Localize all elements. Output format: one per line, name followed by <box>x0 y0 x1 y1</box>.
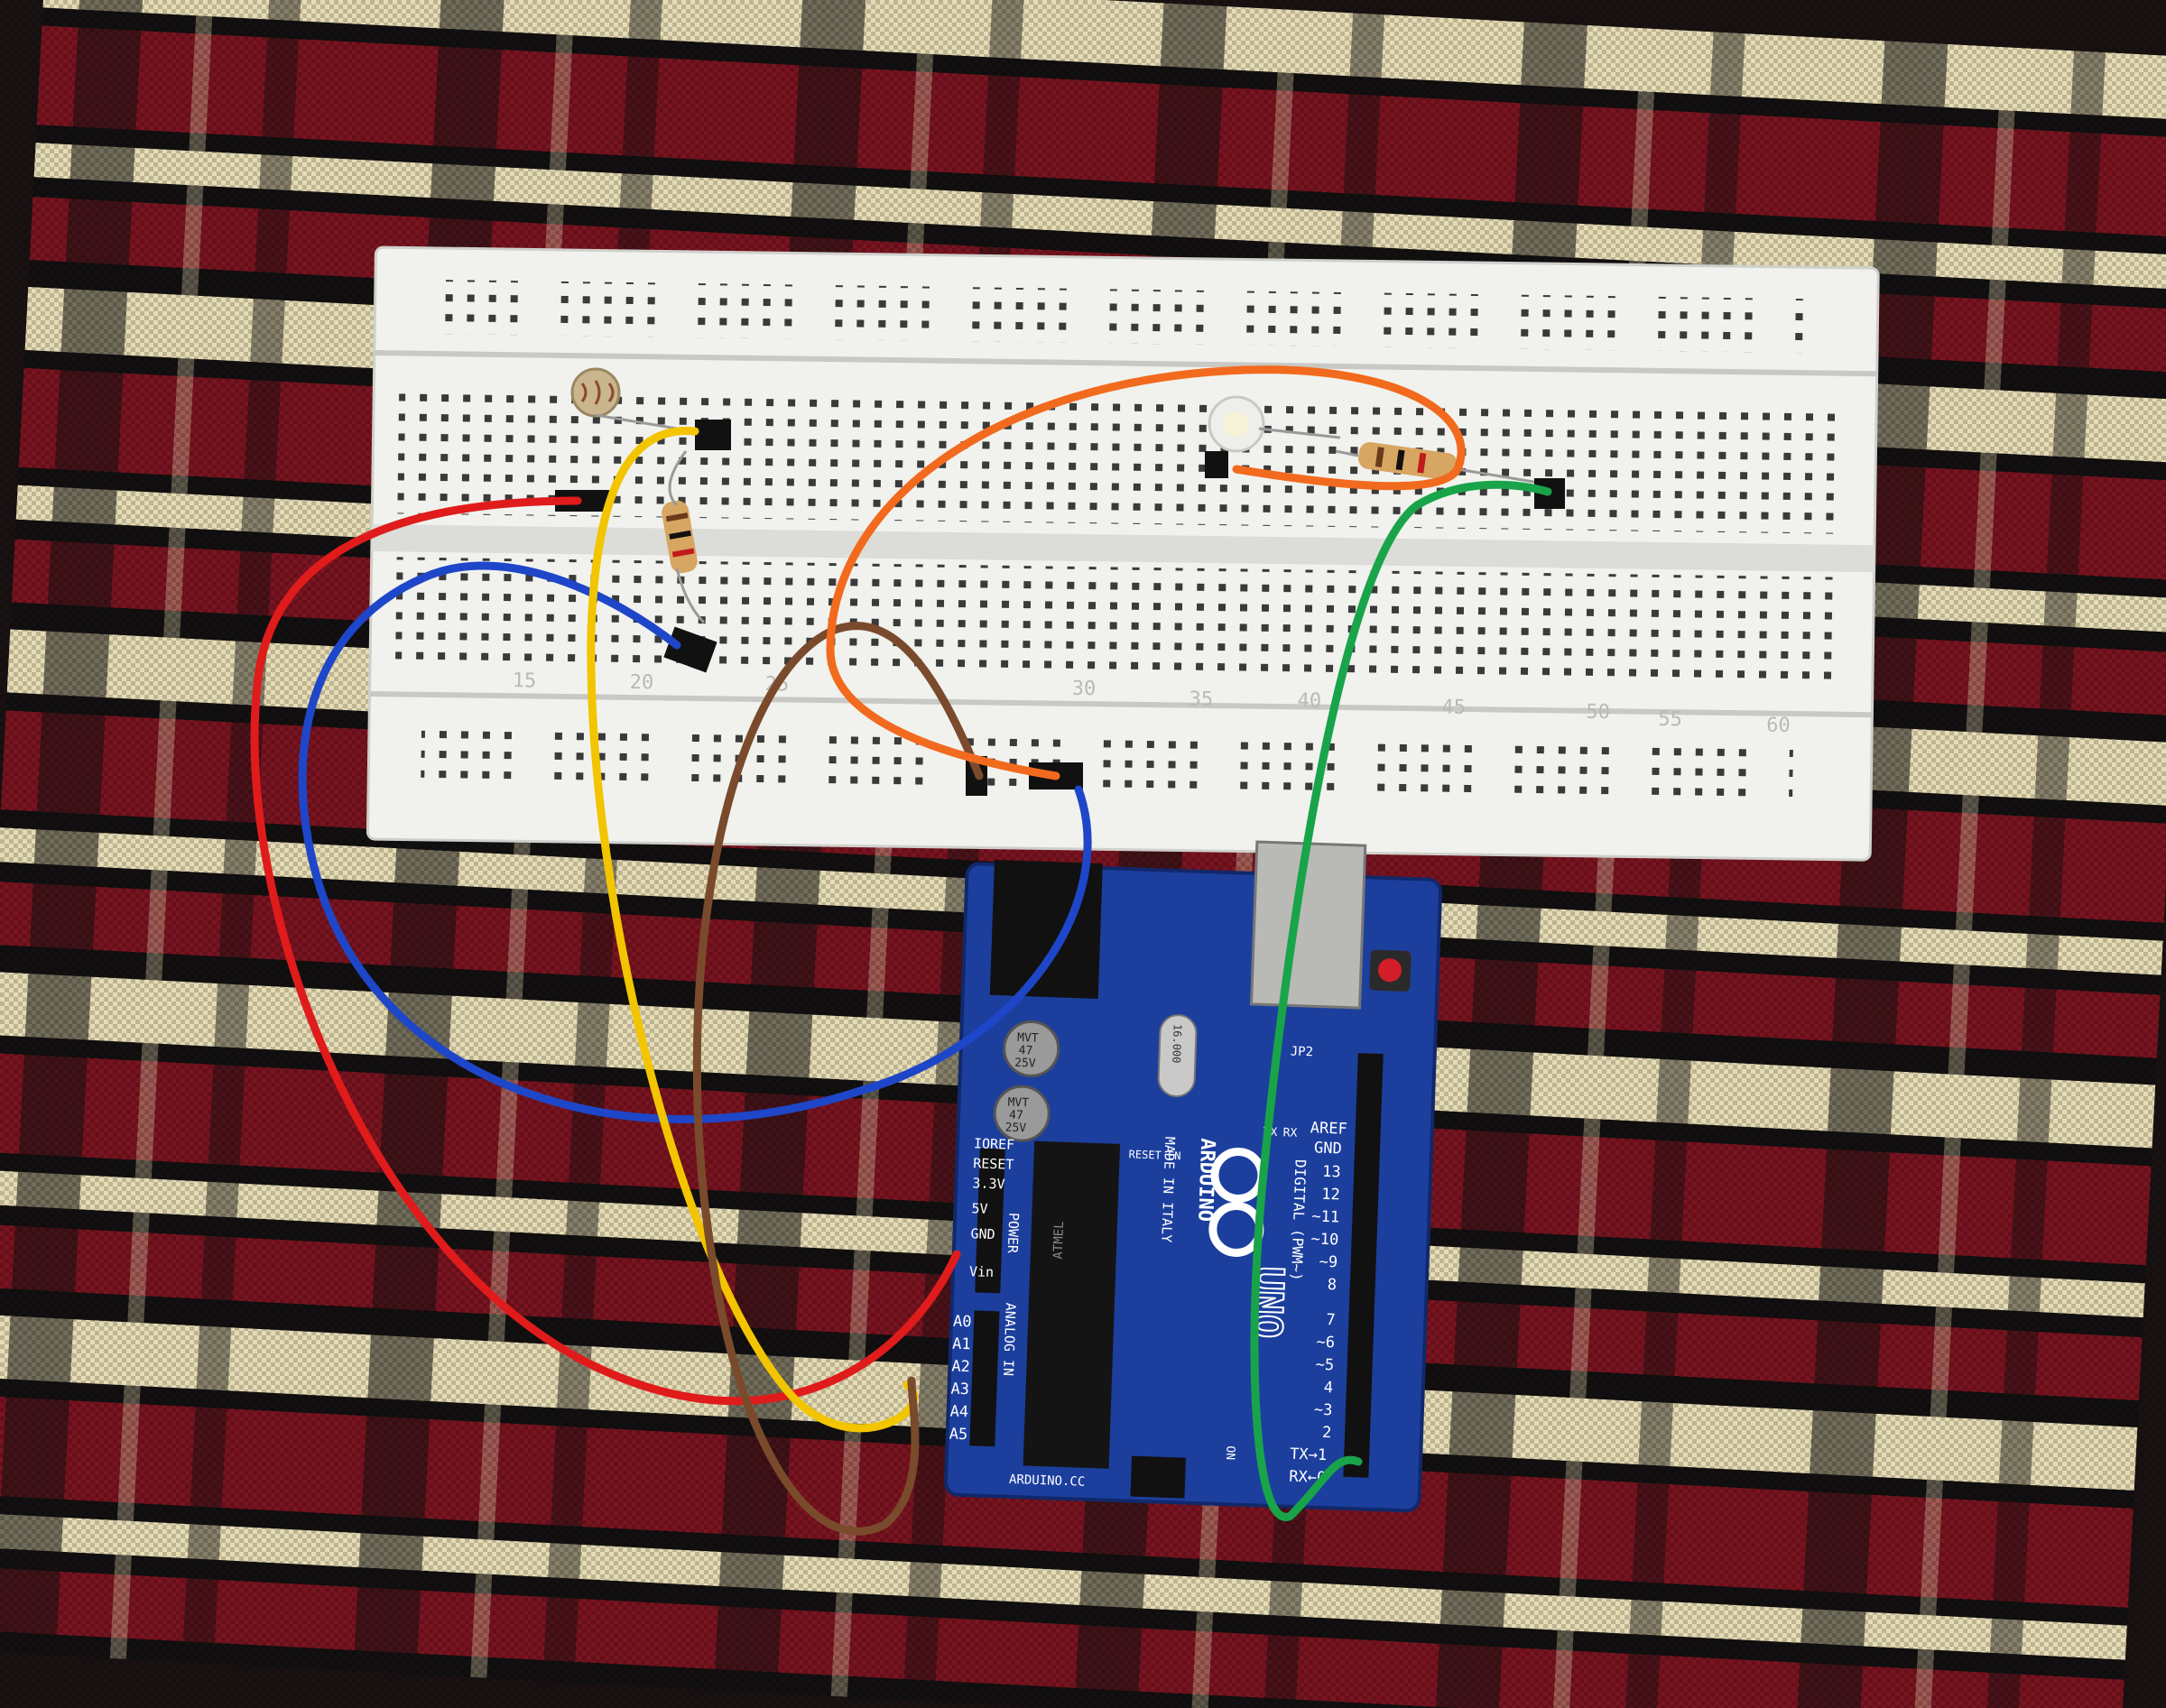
column-number: 40 <box>1297 689 1321 712</box>
pin-label: ~6 <box>1316 1334 1335 1353</box>
orange-wire <box>826 365 1466 780</box>
brand-label: ARDUINO <box>1193 1138 1218 1223</box>
column-number: 45 <box>1441 697 1466 719</box>
pin-label: A3 <box>950 1380 969 1399</box>
usb-port <box>1250 840 1367 1010</box>
svg-text:ATMEL: ATMEL <box>1051 1221 1067 1260</box>
pin-label: 4 <box>1323 1379 1333 1397</box>
pin-label: ~5 <box>1315 1356 1334 1375</box>
pin-label: ~11 <box>1311 1207 1339 1226</box>
blue-wire <box>298 561 1092 1123</box>
column-number: 50 <box>1586 701 1610 724</box>
pin-label: GND <box>970 1225 995 1242</box>
pin-label: 5V <box>971 1200 988 1217</box>
pin-label: ~3 <box>1314 1401 1333 1420</box>
power-header <box>975 1148 1005 1294</box>
column-number: 20 <box>630 671 654 694</box>
pin-label: A5 <box>949 1426 967 1445</box>
red-wire <box>250 496 961 1406</box>
dc-power-jack <box>989 859 1103 999</box>
url-label: ARDUINO.CC <box>1009 1473 1086 1490</box>
pin-label: GND <box>1314 1139 1342 1158</box>
pin-label: Vin <box>969 1263 995 1280</box>
pin-label: 8 <box>1327 1276 1337 1294</box>
jp2-label: JP2 <box>1290 1044 1313 1059</box>
digital-header <box>1343 1053 1384 1478</box>
breadboard: 15 20 25 30 35 40 45 50 55 60 <box>366 245 1880 862</box>
brown-wire <box>692 622 984 1536</box>
svg-text:25V: 25V <box>1014 1057 1036 1071</box>
center-channel <box>371 523 1875 573</box>
green-wire <box>1250 480 1552 1521</box>
arduino-uno-board: MVT 47 25V MVT 47 25V 16.000 ATMEL IOREF… <box>943 840 1443 1513</box>
pin-label: A1 <box>952 1335 971 1354</box>
analog-label: ANALOG IN <box>1000 1302 1019 1376</box>
jumper-connector <box>1205 451 1228 478</box>
pin-label: ~10 <box>1310 1230 1338 1249</box>
svg-text:MVT: MVT <box>1007 1096 1029 1111</box>
on-label: ON <box>1223 1445 1237 1460</box>
microcontroller-chip: ATMEL <box>1023 1140 1121 1469</box>
svg-text:16.000: 16.000 <box>1170 1024 1184 1064</box>
pin-label: 2 <box>1322 1424 1332 1442</box>
upper-terminal-strip <box>397 387 1844 534</box>
capacitor: MVT 47 25V <box>1003 1020 1060 1077</box>
pin-label: 7 <box>1326 1311 1336 1329</box>
svg-text:25V: 25V <box>1004 1121 1026 1135</box>
svg-text:47: 47 <box>1018 1044 1032 1058</box>
top-power-rail <box>436 279 1809 354</box>
pin-label: A4 <box>949 1403 968 1422</box>
icsp-header <box>1130 1455 1186 1499</box>
power-label: POWER <box>1004 1213 1023 1255</box>
capacitor: MVT 47 25V <box>993 1085 1051 1142</box>
yellow-wire <box>587 427 919 1433</box>
rx-label: RX <box>1282 1126 1297 1140</box>
resistor <box>1335 442 1540 485</box>
svg-text:MVT: MVT <box>1017 1031 1039 1046</box>
pin-label: IOREF <box>974 1135 1015 1153</box>
digital-label: DIGITAL (PWM~) <box>1288 1159 1310 1281</box>
pin-label: 12 <box>1321 1186 1340 1205</box>
pin-label: A2 <box>951 1358 970 1377</box>
analog-header <box>969 1310 1000 1447</box>
column-number: 55 <box>1658 708 1682 731</box>
jumper-connector <box>695 420 731 450</box>
pin-label: TX→1 <box>1290 1445 1328 1464</box>
pin-label: RESET <box>973 1155 1014 1173</box>
bottom-power-rail <box>421 725 1793 800</box>
led <box>1208 395 1341 453</box>
resistor <box>662 450 706 624</box>
pin-label: ~9 <box>1319 1253 1338 1272</box>
pin-label: 13 <box>1322 1163 1341 1182</box>
lower-terminal-strip <box>395 557 1841 686</box>
column-number: 35 <box>1189 688 1213 711</box>
pin-label: A0 <box>953 1313 972 1332</box>
crystal-oscillator: 16.000 <box>1157 1014 1198 1098</box>
reset-en-label: RESET EN <box>1128 1148 1180 1162</box>
pin-label: AREF <box>1310 1119 1347 1138</box>
column-number: 60 <box>1766 715 1791 737</box>
pin-label: 3.3V <box>972 1175 1005 1192</box>
column-number: 15 <box>513 669 537 692</box>
column-number: 30 <box>1072 678 1097 700</box>
made-in-label: MADE IN ITALY <box>1158 1137 1178 1243</box>
svg-text:47: 47 <box>1009 1109 1023 1123</box>
jumper-connector <box>663 626 717 673</box>
